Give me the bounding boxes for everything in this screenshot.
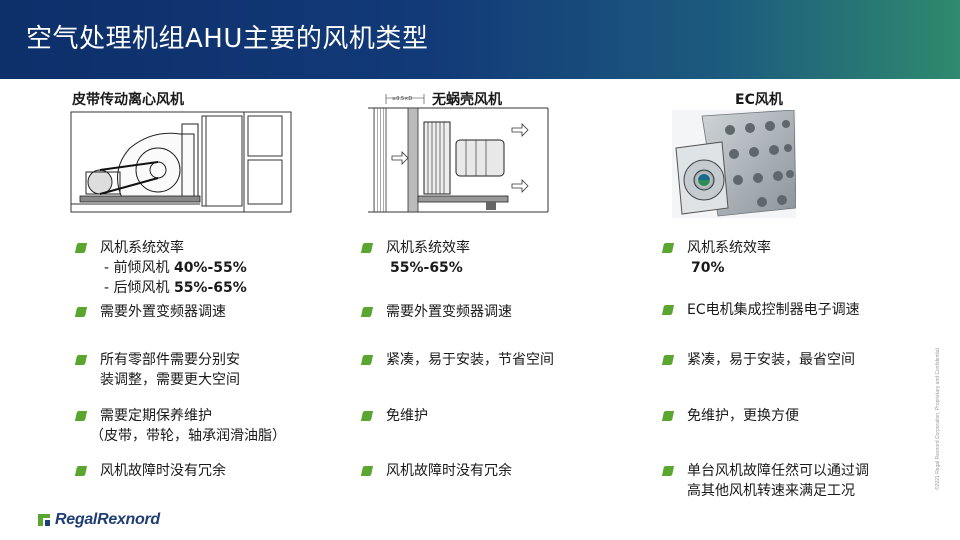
bullet-marker-icon [74, 355, 88, 365]
bullet-marker-icon [661, 411, 675, 421]
bullet-text: 紧凑，易于安装，最省空间 [687, 352, 855, 368]
column-heading-belt-fan: 皮带传动离心风机 [72, 92, 184, 108]
header-banner: 空气处理机组AHU主要的风机类型 [0, 0, 960, 79]
plenum-fan-redundancy-bullet: 风机故障时没有冗余 [360, 461, 602, 481]
bullet-text: 风机系统效率 [687, 240, 771, 256]
belt-fan-maintenance-bullet: 需要定期保养维护 （皮带，带轮，轴承润滑油脂） [74, 406, 336, 446]
bullet-text: 紧凑，易于安装，节省空间 [386, 352, 554, 368]
plenum-fan-vfd-bullet: 需要外置变频器调速 [360, 302, 602, 322]
bullet-marker-icon [661, 243, 675, 253]
bullet-text: EC电机集成控制器电子调速 [687, 302, 860, 318]
logo-text: RegalRexnord [55, 511, 160, 528]
belt-fan-efficiency-bullet: 风机系统效率 - 前倾风机 40%-55% - 后倾风机 55%-65% [74, 238, 316, 298]
belt-fan-redundancy-bullet: 风机故障时没有冗余 [74, 461, 316, 481]
forward-curved-efficiency: - 前倾风机 40%-55% [104, 260, 247, 276]
bullet-marker-icon [74, 307, 88, 317]
bullet-marker-icon [360, 466, 374, 476]
bullet-marker-icon [74, 411, 88, 421]
efficiency-value: 55%-65% [390, 260, 463, 276]
page-title: 空气处理机组AHU主要的风机类型 [26, 24, 429, 54]
bullet-marker-icon [360, 243, 374, 253]
column-heading-plenum-fan: 无蜗壳风机 [432, 92, 502, 108]
bullet-text: 需要外置变频器调速 [386, 304, 512, 320]
bullet-marker-icon [360, 411, 374, 421]
bullet-text: 风机故障时没有冗余 [100, 463, 226, 479]
bullet-text-line-2: 高其他风机转速来满足工况 [687, 483, 855, 499]
bullet-text: 风机故障时没有冗余 [386, 463, 512, 479]
bullet-text-line-1: 所有零部件需要分别安 [100, 352, 240, 368]
ec-fan-maintenance-bullet: 免维护，更换方便 [661, 406, 923, 426]
plenum-fan-maintenance-bullet: 免维护 [360, 406, 602, 426]
bullet-marker-icon [360, 307, 374, 317]
company-logo: RegalRexnord [36, 509, 160, 531]
column-heading-ec-fan: EC风机 [735, 92, 783, 108]
ec-fan-image [672, 110, 796, 218]
bullet-marker-icon [661, 305, 675, 315]
bullet-marker-icon [74, 243, 88, 253]
plenum-fan-compact-bullet: 紧凑，易于安装，节省空间 [360, 350, 622, 370]
bullet-text-line-1: 单台风机故障任然可以通过调 [687, 463, 869, 479]
bullet-text: 需要外置变频器调速 [100, 304, 226, 320]
bullet-note: （皮带，带轮，轴承润滑油脂） [90, 428, 286, 444]
bullet-marker-icon [360, 355, 374, 365]
plenum-fan-efficiency-bullet: 风机系统效率 55%-65% [360, 238, 602, 278]
belt-fan-space-bullet: 所有零部件需要分别安 装调整，需要更大空间 [74, 350, 316, 390]
efficiency-value: 70% [691, 260, 725, 276]
bullet-text: 免维护，更换方便 [687, 408, 799, 424]
bullet-text: 免维护 [386, 408, 428, 424]
dimension-label: ≥0.5×D [392, 96, 412, 102]
belt-fan-vfd-bullet: 需要外置变频器调速 [74, 302, 316, 322]
bullet-text-line-2: 装调整，需要更大空间 [100, 372, 240, 388]
ec-fan-compact-bullet: 紧凑，易于安装，最省空间 [661, 350, 923, 370]
bullet-text: 风机系统效率 [386, 240, 470, 256]
bullet-text: 风机系统效率 [100, 240, 184, 256]
backward-curved-efficiency: - 后倾风机 55%-65% [104, 280, 247, 296]
ec-fan-control-bullet: EC电机集成控制器电子调速 [661, 300, 923, 320]
bullet-marker-icon [661, 355, 675, 365]
bullet-marker-icon [74, 466, 88, 476]
logo-mark-icon [38, 514, 50, 526]
bullet-text: 需要定期保养维护 [100, 408, 212, 424]
bullet-marker-icon [661, 466, 675, 476]
plenum-fan-diagram: ≥0.5×D [368, 94, 549, 213]
belt-fan-diagram [70, 111, 292, 213]
ec-fan-efficiency-bullet: 风机系统效率 70% [661, 238, 913, 278]
copyright-side-note: ©2021 Regal Rexnord Corporation, Proprie… [935, 348, 941, 490]
ec-fan-redundancy-bullet: 单台风机故障任然可以通过调 高其他风机转速来满足工况 [661, 461, 931, 501]
